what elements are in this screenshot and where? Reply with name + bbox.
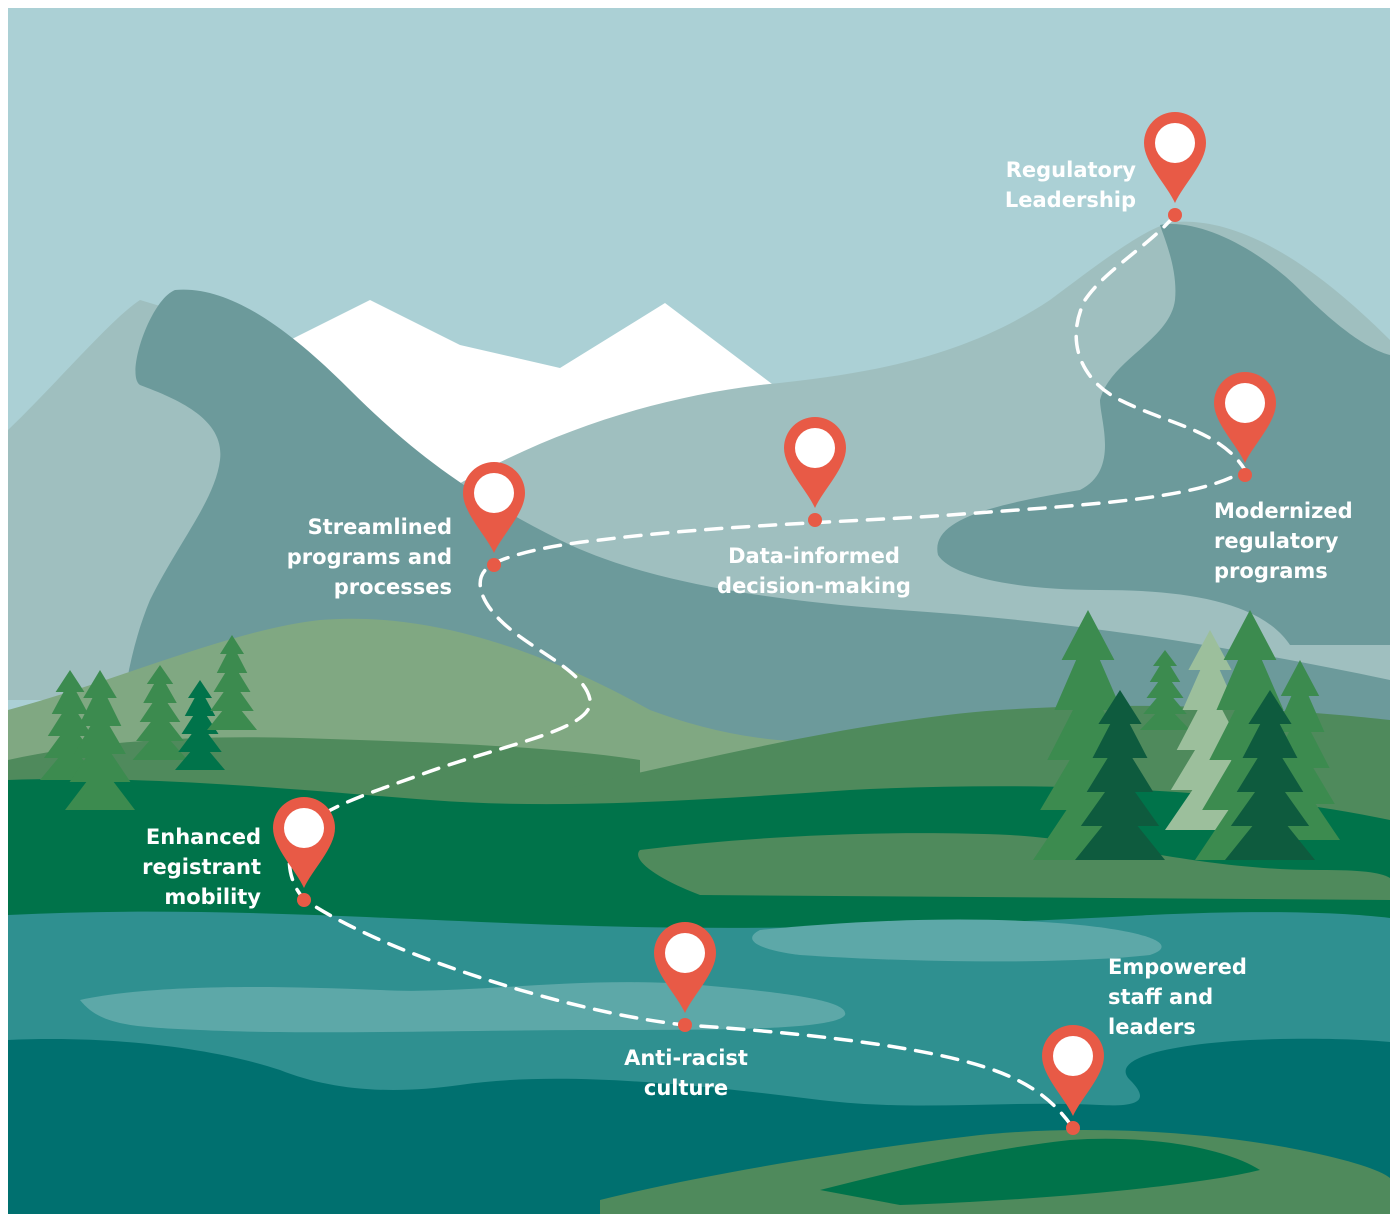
label-modernized-regulatory-programs: Modernized regulatory programs [1214, 496, 1353, 586]
map-pin-streamlined-programs-and-processes [463, 462, 525, 572]
pin-dot [1168, 208, 1182, 222]
pin-dot [297, 893, 311, 907]
grass-patch [638, 833, 1390, 900]
label-line: programs [1214, 559, 1328, 583]
label-anti-racist-culture: Anti-racist culture [600, 1043, 772, 1103]
pine-tree [207, 635, 257, 730]
pin-center [284, 808, 324, 848]
pin-center [1225, 383, 1265, 423]
map-pin-empowered-staff-and-leaders [1042, 1025, 1104, 1135]
map-pin-data-informed-decision-making [784, 417, 846, 527]
label-line: Leadership [1004, 188, 1136, 212]
pin-center [795, 428, 835, 468]
lake-light [80, 982, 846, 1033]
pine-tree [132, 665, 188, 760]
label-line: programs and [286, 545, 452, 569]
label-enhanced-registrant-mobility: Enhanced registrant mobility [142, 822, 261, 912]
pine-tree [1075, 690, 1165, 860]
pin-center [474, 473, 514, 513]
pine-tree [175, 680, 225, 770]
label-line: Anti-racist [624, 1046, 748, 1070]
pin-dot [808, 513, 822, 527]
trees-right [1033, 610, 1340, 860]
pin-dot [1066, 1121, 1080, 1135]
map-pin-anti-racist-culture [654, 922, 716, 1032]
pin-dot [1238, 468, 1252, 482]
pin-center [1053, 1036, 1093, 1076]
label-line: mobility [164, 885, 261, 909]
lake-light-right [752, 919, 1162, 962]
label-line: processes [333, 575, 452, 599]
label-line: Data-informed [728, 544, 900, 568]
label-line: registrant [142, 855, 261, 879]
label-streamlined-programs-and-processes: Streamlined programs and processes [287, 512, 452, 602]
map-pin-modernized-regulatory-programs [1214, 372, 1276, 482]
label-line: regulatory [1214, 529, 1339, 553]
label-line: Streamlined [307, 515, 452, 539]
pin-dot [487, 558, 501, 572]
pin-center [1155, 123, 1195, 163]
label-regulatory-leadership: Regulatory Leadership [1005, 155, 1136, 215]
island-grass [820, 1138, 1260, 1205]
label-empowered-staff-and-leaders: Empowered staff and leaders [1108, 952, 1247, 1042]
pin-center [665, 933, 705, 973]
mountain-right-dark [937, 224, 1390, 645]
label-line: Regulatory [1005, 158, 1136, 182]
label-line: Enhanced [145, 825, 261, 849]
label-data-informed-decision-making: Data-informed decision-making [702, 541, 926, 601]
label-line: leaders [1108, 1015, 1196, 1039]
label-line: decision-making [717, 574, 911, 598]
label-line: staff and [1108, 985, 1214, 1009]
pine-tree [65, 670, 135, 810]
pin-dot [678, 1018, 692, 1032]
pine-tree [1140, 650, 1190, 730]
map-pin-enhanced-registrant-mobility [272, 796, 335, 907]
label-line: culture [643, 1076, 729, 1100]
label-line: Empowered [1108, 955, 1247, 979]
map-pin-regulatory-leadership [1144, 112, 1206, 222]
trees-left [40, 635, 257, 810]
journey-path [287, 213, 1248, 1130]
label-line: Modernized [1214, 499, 1353, 523]
pine-tree [1225, 690, 1315, 860]
map-pins [272, 112, 1276, 1135]
